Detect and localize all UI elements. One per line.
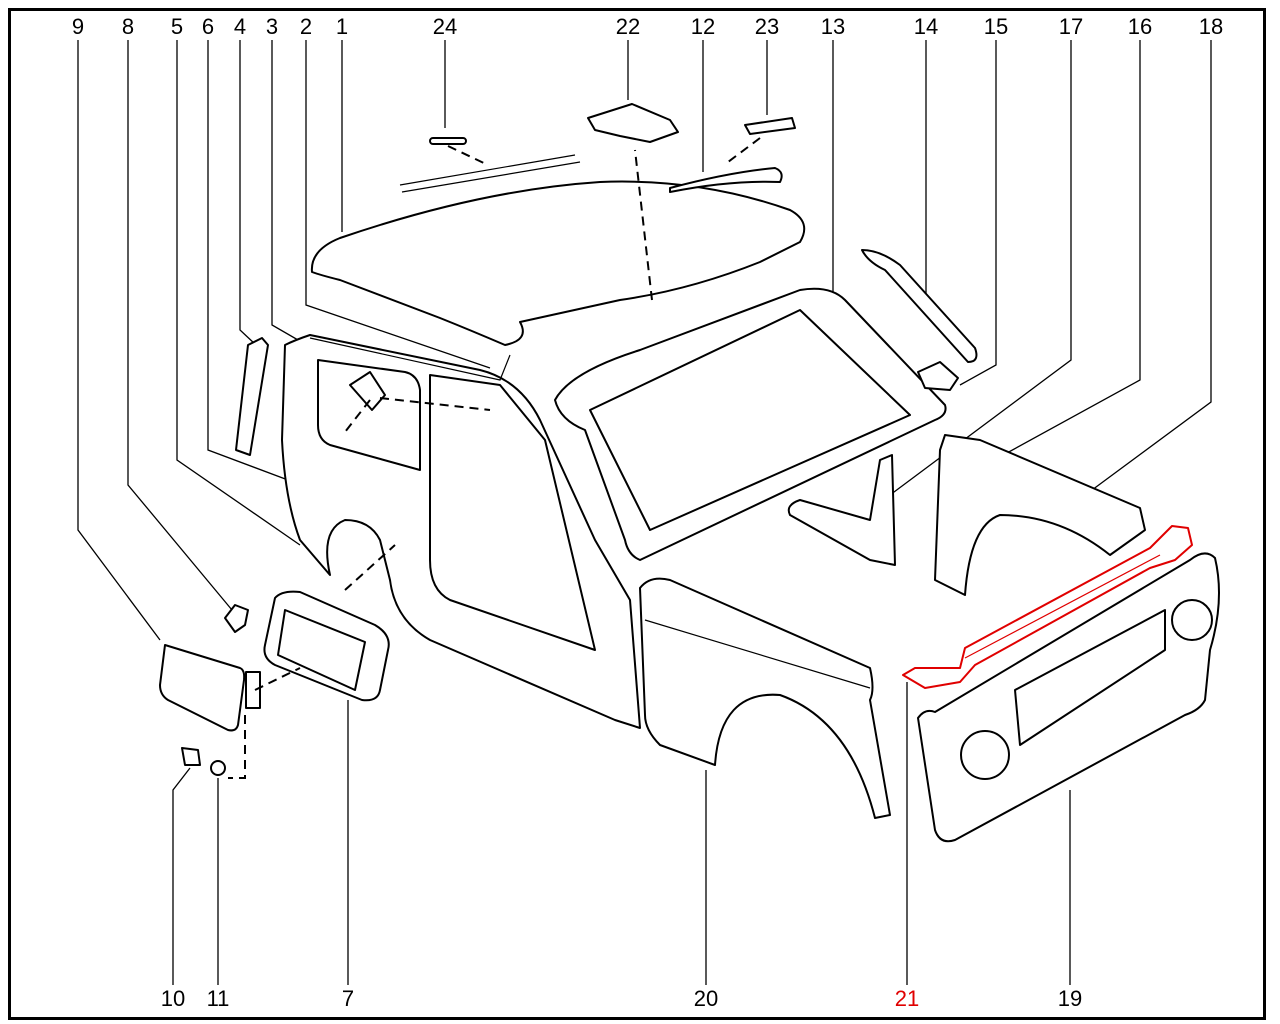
- label-23: 23: [755, 14, 779, 39]
- label-24: 24: [433, 14, 457, 39]
- arrow-24: [447, 145, 489, 166]
- headlamp-opening-left: [960, 730, 1010, 780]
- windshield-opening: [589, 309, 911, 531]
- roof-panel-22: [587, 103, 679, 143]
- leader-4: [239, 40, 257, 346]
- leader-10: [172, 767, 191, 985]
- label-4: 4: [234, 14, 246, 39]
- roof-panel: [310, 180, 806, 346]
- label-11: 11: [207, 986, 230, 1011]
- leader-15: [959, 40, 997, 386]
- label-18: 18: [1199, 14, 1223, 39]
- callout-labels: 9 8 5 6 4 3 2 1 24 22 12 23 13 14 15 17 …: [72, 14, 1223, 1011]
- radiator-support-17: [787, 454, 896, 566]
- label-14: 14: [914, 14, 938, 39]
- parts: [159, 103, 1220, 843]
- label-12: 12: [691, 14, 715, 39]
- leader-9: [77, 40, 161, 641]
- headlamp-opening-right: [1171, 599, 1213, 641]
- fuel-door-hinge: [245, 671, 261, 709]
- label-15: 15: [984, 14, 1008, 39]
- label-5: 5: [171, 14, 183, 39]
- arrow-22: [634, 149, 653, 301]
- roof-channel: [399, 154, 581, 193]
- fuel-door-bracket: [349, 371, 386, 411]
- washer-11: [210, 760, 226, 776]
- roof-rail-12: [669, 167, 783, 193]
- arrow-23: [727, 137, 761, 163]
- roof-strip-24: [429, 137, 467, 145]
- reinforcement-edge: [964, 554, 1161, 659]
- label-6: 6: [202, 14, 214, 39]
- label-19: 19: [1058, 986, 1082, 1011]
- label-16: 16: [1128, 14, 1152, 39]
- leader-5: [176, 40, 301, 546]
- label-17: 17: [1059, 14, 1083, 39]
- label-9: 9: [72, 14, 84, 39]
- grille-opening: [1014, 609, 1166, 746]
- leader-3: [271, 40, 351, 371]
- side-window-opening: [317, 359, 421, 471]
- arrow-fuel: [344, 397, 491, 433]
- fuel-door: [159, 644, 246, 732]
- label-10: 10: [161, 986, 185, 1011]
- label-1: 1: [336, 14, 348, 39]
- leader-6: [207, 40, 289, 481]
- label-22: 22: [616, 14, 640, 39]
- leader-lines: [77, 40, 1212, 985]
- label-3: 3: [266, 14, 278, 39]
- pillar-trim-4: [235, 337, 269, 456]
- hinge-guide: [228, 667, 301, 779]
- label-7: 7: [342, 986, 354, 1011]
- label-20: 20: [694, 986, 718, 1011]
- fender-crease: [644, 619, 871, 689]
- fuel-filler-opening: [277, 609, 366, 691]
- roof-rail-inner: [309, 337, 511, 381]
- front-fender: [639, 577, 891, 819]
- leader-8: [127, 40, 233, 611]
- inner-fender-panel: [934, 434, 1146, 596]
- leader-16: [984, 40, 1141, 466]
- diagram-frame: [8, 8, 1266, 1020]
- label-8: 8: [122, 14, 134, 39]
- bolt-10: [181, 747, 201, 766]
- roof-plate-23: [744, 117, 796, 135]
- label-21-highlighted: 21: [895, 986, 919, 1011]
- bracket-15: [917, 361, 959, 391]
- label-13: 13: [821, 14, 845, 39]
- rubber-bumper-8: [224, 604, 249, 633]
- arrow-filler: [344, 544, 396, 591]
- leader-18: [1091, 40, 1212, 491]
- leader-2: [305, 40, 491, 369]
- door-opening: [429, 374, 596, 651]
- label-2: 2: [300, 14, 312, 39]
- front-panel-reinforcement-highlighted: [902, 525, 1193, 689]
- pillar-trim-14: [861, 249, 978, 363]
